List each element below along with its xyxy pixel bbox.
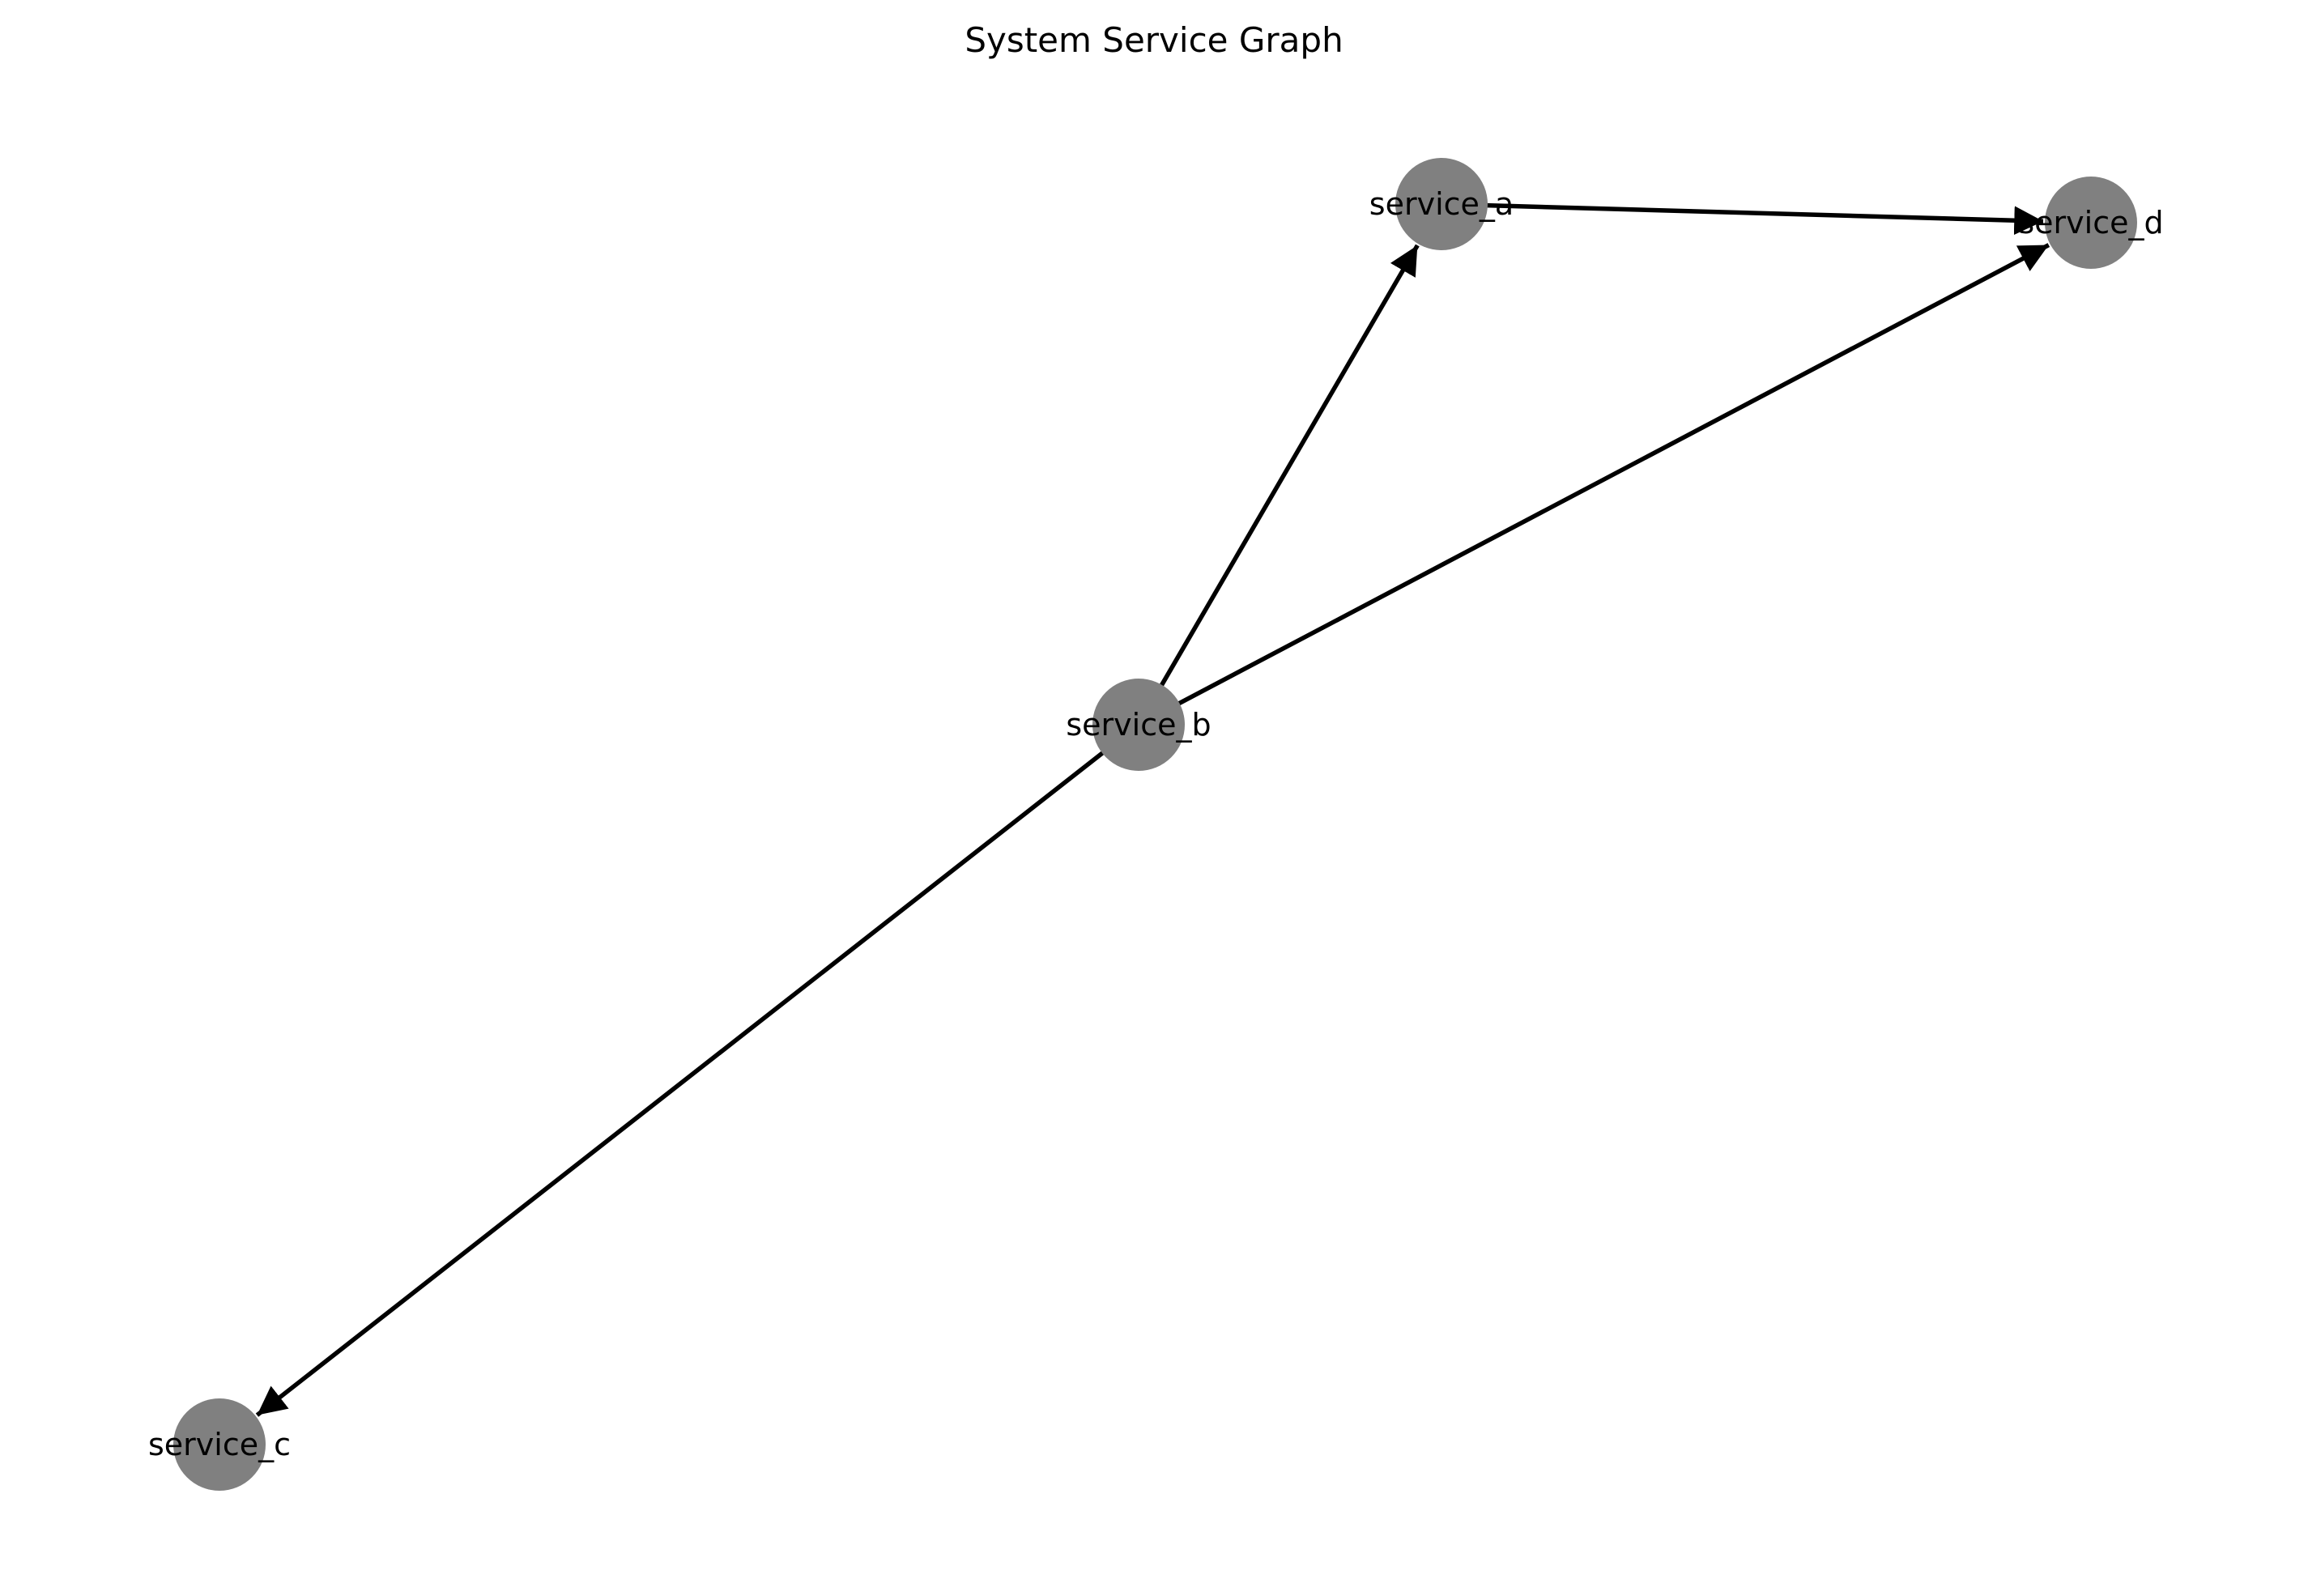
nodes-layer: [173, 158, 2137, 1491]
node-label-service_b: service_b: [1066, 707, 1211, 743]
diagram-title: System Service Graph: [965, 20, 1343, 60]
node-service_c: [173, 1398, 266, 1491]
edges-layer: [255, 202, 2050, 1417]
node-label-service_d: service_d: [2018, 205, 2163, 240]
node-label-service_a: service_a: [1369, 186, 1514, 222]
edge-service_b-to-service_d: [1161, 243, 2050, 714]
edge-service_b-to-service_c: [255, 739, 1118, 1417]
node-service_a: [1395, 158, 1488, 250]
node-service_d: [2045, 177, 2137, 269]
node-label-service_c: service_c: [148, 1427, 291, 1462]
edge-service_b-to-service_a: [1150, 244, 1420, 702]
edge-service_a-to-service_d: [1469, 202, 2044, 236]
node-service_b: [1092, 679, 1185, 771]
labels-layer: service_a service_b service_c service_d: [148, 186, 2164, 1462]
